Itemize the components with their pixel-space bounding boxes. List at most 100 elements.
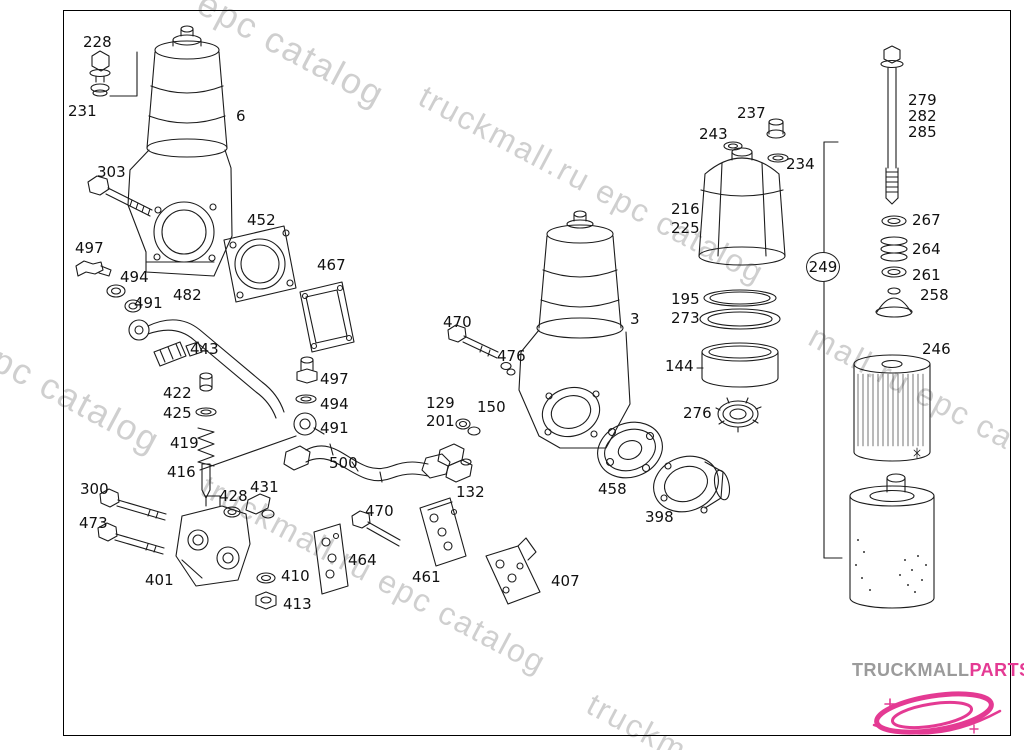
part-497-plug-mid (296, 356, 318, 384)
part-303-bolt (87, 175, 153, 217)
part-label-279: 279 (908, 91, 937, 109)
part-label-249: 249 (806, 252, 840, 282)
part-422-plug (199, 372, 213, 392)
part-label-497: 497 (320, 370, 349, 388)
part-label-237: 237 (737, 104, 766, 122)
part-label-144: 144 (665, 357, 694, 375)
part-label-267: 267 (912, 211, 941, 229)
part-label-300: 300 (80, 480, 109, 498)
part-416-pin (201, 463, 211, 499)
part-label-473: 473 (79, 514, 108, 532)
part-461-bracket (419, 497, 467, 567)
part-label-500: 500 (329, 454, 358, 472)
brand-suffix: PARTS (969, 660, 1024, 680)
part-label-246: 246 (922, 340, 951, 358)
part-label-422: 422 (163, 384, 192, 402)
filter-dots (855, 539, 927, 593)
part-label-303: 303 (97, 163, 126, 181)
part-401-valve-body (175, 495, 251, 587)
part-label-416: 416 (167, 463, 196, 481)
part-428-ring (223, 506, 241, 518)
part-413-nut (255, 591, 277, 610)
part-label-431: 431 (250, 478, 279, 496)
brand-logo: TRUCKMALLPARTS (852, 660, 1024, 748)
part-407-bracket (485, 537, 541, 605)
part-label-407: 407 (551, 572, 580, 590)
part-label-461: 461 (412, 568, 441, 586)
part-482-pipe (128, 319, 285, 419)
part-144-ring (701, 342, 779, 388)
part-label-476: 476 (497, 347, 526, 365)
part-425-ring (195, 407, 217, 417)
part-label-428: 428 (219, 487, 248, 505)
part-276-bearing (715, 397, 762, 433)
part-195-gasket (703, 289, 777, 307)
part-398-cover (653, 455, 731, 514)
part-label-150: 150 (477, 398, 506, 416)
part-label-234: 234 (786, 155, 815, 173)
part-129-201-150-rings (455, 418, 481, 436)
part-label-413: 413 (283, 595, 312, 613)
diagram-border (63, 10, 1011, 736)
part-216-canister (698, 147, 786, 266)
part-label-231: 231 (68, 102, 97, 120)
part-228-bolt (89, 50, 111, 97)
part-452-gasket (223, 225, 297, 303)
part-467-gasket (299, 281, 355, 353)
group-bracket-249 (823, 141, 843, 559)
part-label-3: 3 (630, 310, 640, 328)
part-132-fittings (437, 443, 473, 483)
part-491-banjo-mid (293, 412, 325, 436)
part-label-494: 494 (320, 395, 349, 413)
brand-name: TRUCKMALL (852, 660, 970, 680)
part-464-bracket (313, 523, 349, 595)
part-label-491: 491 (134, 294, 163, 312)
part-3-filter-housing (518, 210, 631, 449)
part-label-264: 264 (912, 240, 941, 258)
part-label-129: 129 (426, 394, 455, 412)
part-264-spring (880, 236, 908, 262)
part-279-bolt (880, 45, 904, 205)
part-410-ring (256, 572, 276, 584)
part-label-276: 276 (683, 404, 712, 422)
part-label-216: 216 (671, 200, 700, 218)
part-470-bolt-mid (447, 324, 499, 359)
part-label-243: 243 (699, 125, 728, 143)
part-label-470: 470 (443, 313, 472, 331)
part-494-ring-mid (295, 394, 317, 404)
part-237-plug (766, 118, 786, 139)
part-label-273: 273 (671, 309, 700, 327)
part-label-132: 132 (456, 483, 485, 501)
part-6-filter-housing (127, 25, 233, 277)
part-label-195: 195 (671, 290, 700, 308)
part-label-452: 452 (247, 211, 276, 229)
part-label-282: 282 (908, 107, 937, 125)
part-476-rings (500, 361, 516, 376)
part-label-482: 482 (173, 286, 202, 304)
part-label-470: 470 (365, 502, 394, 520)
part-label-458: 458 (598, 480, 627, 498)
brand-text: TRUCKMALLPARTS (852, 660, 1024, 681)
part-431-fitting (245, 493, 275, 519)
part-label-467: 467 (317, 256, 346, 274)
part-label-285: 285 (908, 123, 937, 141)
part-label-201: 201 (426, 412, 455, 430)
part-491-ring-left (124, 299, 142, 313)
part-500-hose (283, 443, 451, 483)
part-label-443: 443 (190, 340, 219, 358)
brand-swirl-icon (872, 691, 1002, 735)
part-label-419: 419 (170, 434, 199, 452)
part-300-bolt (99, 488, 167, 521)
part-label-410: 410 (281, 567, 310, 585)
part-label-494: 494 (120, 268, 149, 286)
part-label-6: 6 (236, 107, 246, 125)
part-label-491: 491 (320, 419, 349, 437)
part-494-ring-left (106, 284, 126, 298)
part-label-398: 398 (645, 508, 674, 526)
part-261-washer (881, 266, 907, 278)
part-246-filter-element-lower (849, 473, 935, 609)
part-label-258: 258 (920, 286, 949, 304)
part-243-ring (723, 141, 743, 151)
